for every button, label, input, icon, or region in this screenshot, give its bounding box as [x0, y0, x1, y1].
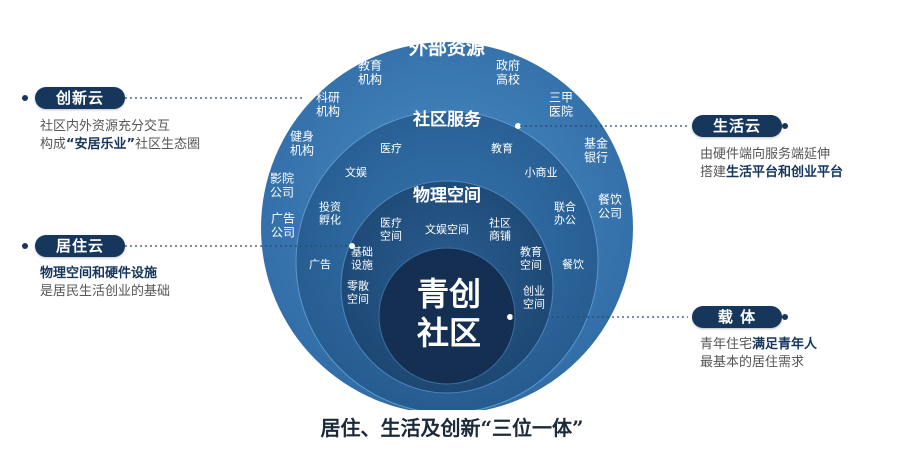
outer-ring-item: 三甲医院 [549, 91, 573, 119]
living-line2: 是居民生活创业的基础 [40, 284, 171, 299]
third-ring-item: 基础设施 [351, 246, 373, 272]
second-ring-item: 广告 [309, 258, 331, 271]
innovation-line1: 社区内外资源充分交互 [40, 119, 171, 134]
third-ring-title: 物理空间 [413, 185, 481, 206]
innovation-line2-pre: 构成 [40, 137, 67, 152]
second-ring-item: 小商业 [525, 165, 558, 179]
life-cloud-description: 由硬件端向服务端延伸 搭建生活平台和创业平台 [700, 146, 843, 182]
connector-innovation [22, 95, 310, 101]
outer-ring-item: 基金银行 [584, 136, 608, 165]
innovation-line2-post: 社区生态圈 [135, 137, 201, 152]
third-ring-item: 医疗空间 [380, 216, 402, 243]
outer-ring-item: 健身机构 [290, 129, 314, 158]
connector-life [515, 123, 788, 129]
third-ring-item: 零散空间 [347, 279, 369, 306]
life-line2-pre: 搭建 [700, 165, 727, 180]
core-title-line1: 青创 [417, 275, 481, 313]
core-title-line2: 社区 [417, 314, 481, 352]
ring-items: 教育机构政府高校科研机构三甲医院健身机构基金银行影院公司餐饮公司广告公司医疗教育… [270, 58, 622, 311]
innovation-cloud-description: 社区内外资源充分交互 构成“安居乐业”社区生态圈 [40, 118, 200, 154]
carrier-line1-pre: 青年住宅 [700, 337, 753, 352]
diagram-caption: 居住、生活及创新“三位一体” [320, 416, 584, 440]
outer-ring-item: 餐饮公司 [598, 192, 622, 221]
outer-ring-item: 教育机构 [358, 58, 382, 87]
outer-ring-item: 政府高校 [496, 58, 520, 87]
connector-carrier [507, 314, 788, 320]
outer-ring-item: 广告公司 [271, 212, 295, 240]
second-ring-item: 投资孵化 [319, 200, 341, 227]
outer-ring-item: 影院公司 [270, 172, 294, 200]
third-ring-item: 文娱空间 [425, 222, 469, 236]
living-line1-highlight: 物理空间和硬件设施 [40, 266, 158, 281]
second-ring-item: 餐饮 [562, 257, 584, 271]
core-circle [378, 247, 516, 385]
innovation-cloud-label: 创新云 [35, 87, 125, 109]
living-cloud-description: 物理空间和硬件设施 是居民生活创业的基础 [40, 265, 170, 301]
second-ring-item: 文娱 [345, 165, 367, 179]
innovation-line2-highlight: “安居乐业” [66, 137, 136, 152]
second-ring-title: 社区服务 [412, 109, 482, 130]
life-cloud-label: 生活云 [692, 115, 782, 137]
outer-ring-title: 外部资源 [409, 36, 485, 59]
outer-ring-item: 科研机构 [316, 91, 340, 119]
second-ring-item: 联合办公 [554, 200, 576, 227]
second-ring-item: 医疗 [380, 141, 402, 155]
second-ring-item: 教育 [491, 141, 513, 155]
carrier-line1-highlight: 满足青年人 [752, 337, 818, 352]
living-cloud-label: 居住云 [35, 235, 125, 257]
life-line2-highlight: 生活平台和创业平台 [726, 165, 844, 180]
carrier-label: 载 体 [692, 306, 782, 328]
carrier-description: 青年住宅满足青年人 最基本的居住需求 [700, 336, 817, 372]
life-line1: 由硬件端向服务端延伸 [700, 147, 831, 162]
third-ring-item: 社区商铺 [489, 216, 511, 243]
third-ring-item: 教育空间 [520, 245, 542, 272]
carrier-line2: 最基本的居住需求 [700, 355, 805, 370]
third-ring-item: 创业空间 [523, 285, 545, 311]
connector-living [22, 243, 355, 249]
